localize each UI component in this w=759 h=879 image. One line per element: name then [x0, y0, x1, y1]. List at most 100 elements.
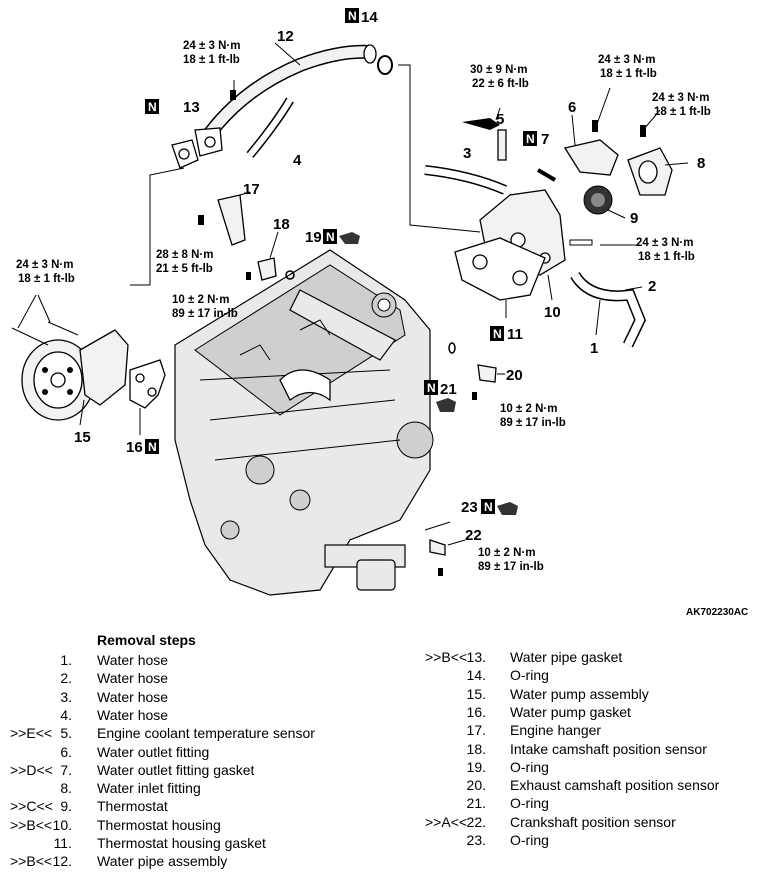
- torque-22-inlb: 89 ± 17 in-lb: [478, 561, 544, 573]
- water-pump-gasket-drawing: [129, 359, 166, 435]
- new-part-badge-14: N: [345, 8, 359, 23]
- step-text: Water outlet fitting gasket: [97, 761, 255, 778]
- callout-3: 3: [463, 145, 471, 162]
- removal-step-item: 15.Water pump assembly: [0, 685, 759, 703]
- step-text: O-ring: [510, 758, 549, 775]
- removal-step-item: >>D<<7.Water outlet fitting gasket: [0, 761, 759, 779]
- removal-step-item: 2. Water hose: [0, 669, 759, 687]
- svg-text:N: N: [484, 500, 493, 514]
- step-number: 4.: [60, 706, 72, 723]
- thermostat-drawing: [583, 185, 626, 219]
- removal-steps-title: Removal steps: [97, 632, 196, 648]
- step-number: 21.: [466, 795, 486, 812]
- removal-step-item: >>B<<10.Thermostat housing: [0, 816, 759, 834]
- coolant-temp-sensor-drawing: [462, 107, 507, 161]
- step-number: 8.: [60, 780, 72, 797]
- step-number: 7.: [60, 761, 72, 778]
- step-number: 9.: [60, 798, 72, 815]
- step-number: 13.: [466, 649, 486, 665]
- step-number: 22.: [466, 813, 486, 830]
- step-text: O-ring: [510, 832, 549, 848]
- step-number: 11.: [53, 835, 72, 851]
- torque-12-nm: 24 ± 3 N·m: [183, 40, 240, 52]
- removal-step-item: 6.Water outlet fitting: [0, 743, 759, 761]
- svg-text:N: N: [148, 440, 157, 454]
- engine-block-drawing: [174, 249, 434, 596]
- torque-5-ftlb: 22 ± 6 ft-lb: [472, 78, 529, 90]
- callout-7: 7: [541, 131, 549, 148]
- callout-9: 9: [630, 210, 638, 227]
- engine-hanger-drawing: [198, 191, 251, 246]
- step-text: Engine coolant temperature sensor: [97, 725, 315, 742]
- water-pump-assembly-drawing: [11, 294, 129, 426]
- step-number: 10.: [52, 816, 72, 833]
- step-text: O-ring: [510, 667, 549, 684]
- callout-18: 18: [273, 216, 290, 233]
- torque-8-ftlb: 18 ± 1 ft-lb: [654, 106, 711, 118]
- torque-17-nm: 28 ± 8 N·m: [156, 249, 213, 261]
- step-number: 23.: [466, 832, 486, 848]
- removal-step-item: >>B<<13.Water pipe gasket: [0, 648, 759, 666]
- new-part-badge-23: N: [481, 499, 518, 515]
- removal-step-item: 16.Water pump gasket: [0, 703, 759, 721]
- torque-20-nm: 10 ± 2 N·m: [500, 403, 557, 415]
- step-number: 2.: [60, 670, 72, 687]
- callout-4: 4: [293, 152, 302, 169]
- torque-22-nm: 10 ± 2 N·m: [478, 547, 535, 559]
- torque-20-inlb: 89 ± 17 in-lb: [500, 417, 566, 429]
- removal-step-item: >>A<<22.Crankshaft position sensor: [0, 813, 759, 831]
- callout-10: 10: [544, 304, 561, 321]
- water-hose-3-drawing: [424, 165, 507, 195]
- callout-1: 1: [590, 340, 598, 357]
- step-text: Engine hanger: [510, 722, 602, 739]
- step-text: Water hose: [97, 652, 169, 668]
- new-part-badge-11: N: [490, 326, 504, 341]
- callout-19: 19: [305, 229, 322, 246]
- callout-6: 6: [568, 99, 576, 116]
- callout-14: 14: [361, 9, 378, 26]
- callout-22: 22: [465, 527, 482, 544]
- step-text: Water pipe gasket: [510, 649, 623, 665]
- step-text: Water hose: [97, 706, 169, 723]
- new-part-badge-16: N: [145, 439, 159, 454]
- svg-text:N: N: [493, 327, 502, 341]
- removal-step-item: 14.O-ring: [0, 666, 759, 684]
- removal-step-item: 4. Water hose: [0, 706, 759, 724]
- callout-16: 16: [126, 439, 143, 456]
- removal-step-item: 11.Thermostat housing gasket: [0, 834, 759, 852]
- water-outlet-fitting-drawing: [563, 87, 619, 176]
- water-pipe-assembly-drawing: [194, 42, 377, 158]
- removal-step-item: >>B<<12.Water pipe assembly: [0, 852, 759, 870]
- removal-step-item: 17.Engine hanger: [0, 721, 759, 739]
- callout-2: 2: [648, 278, 656, 295]
- svg-text:N: N: [427, 381, 436, 395]
- svg-text:N: N: [348, 9, 357, 23]
- water-hose-1-2-drawing: [570, 271, 647, 348]
- exhaust-camshaft-sensor-drawing: [448, 342, 505, 400]
- step-number: 18.: [466, 740, 486, 757]
- step-procedure-mark: >>C<<: [10, 798, 53, 815]
- step-text: Intake camshaft position sensor: [510, 740, 707, 757]
- step-number: 20.: [466, 777, 486, 794]
- callout-11: 11: [507, 326, 523, 343]
- removal-step-item: 18. Intake camshaft position sensor: [0, 740, 759, 758]
- crankshaft-sensor-drawing: [424, 521, 466, 576]
- step-text: Thermostat housing: [97, 816, 221, 833]
- svg-text:N: N: [148, 100, 157, 114]
- water-pipe-gasket-drawing: [130, 139, 199, 286]
- step-text: Water pipe assembly: [97, 853, 228, 870]
- step-text: O-ring: [510, 795, 549, 812]
- new-part-badge-21: N: [424, 380, 456, 412]
- removal-step-item: 8.Water inlet fitting: [0, 779, 759, 797]
- torque-12-ftlb: 18 ± 1 ft-lb: [183, 54, 240, 66]
- removal-step-item: 23. O-ring: [0, 831, 759, 849]
- callout-12: 12: [277, 28, 294, 45]
- torque-15-nm: 24 ± 3 N·m: [16, 259, 73, 271]
- svg-text:N: N: [526, 132, 535, 146]
- torque-15-ftlb: 18 ± 1 ft-lb: [18, 273, 75, 285]
- removal-step-item: >>C<<9.Thermostat: [0, 797, 759, 815]
- step-text: Water outlet fitting: [97, 743, 210, 760]
- water-inlet-fitting-drawing: [627, 109, 689, 196]
- step-text: Water hose: [97, 670, 169, 687]
- torque-6-ftlb: 18 ± 1 ft-lb: [600, 68, 657, 80]
